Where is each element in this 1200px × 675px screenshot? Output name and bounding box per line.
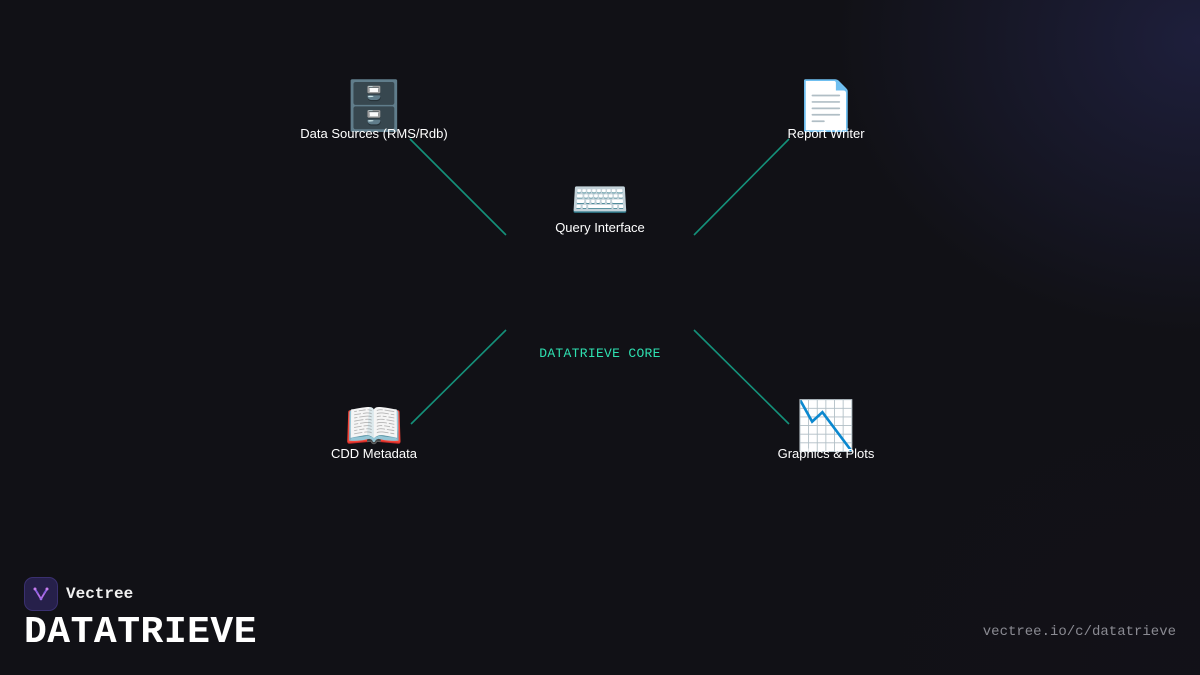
page-icon: 📄 xyxy=(796,78,856,134)
node-data-sources: 🗄️ Data Sources (RMS/Rdb) xyxy=(274,80,474,142)
file-cabinet-icon: 🗄️ xyxy=(344,78,404,134)
page-title: DATATRIEVE xyxy=(24,611,258,654)
link-data-sources xyxy=(409,138,507,236)
keyboard-icon: ⌨️ xyxy=(570,172,630,228)
node-label: Data Sources (RMS/Rdb) xyxy=(300,126,448,141)
node-label: Query Interface xyxy=(555,220,645,235)
vectree-logo-icon xyxy=(24,577,58,611)
node-label: Report Writer xyxy=(787,126,865,141)
link-report-writer xyxy=(693,138,790,236)
open-book-icon: 📖 xyxy=(344,398,404,454)
brand: Vectree xyxy=(24,577,133,611)
node-cdd-metadata: 📖 CDD Metadata xyxy=(274,400,474,462)
link-cdd-metadata xyxy=(410,329,507,425)
node-report-writer: 📄 Report Writer xyxy=(726,80,926,142)
node-query-interface: ⌨️ Query Interface xyxy=(500,174,700,236)
core-label: DATATRIEVE CORE xyxy=(539,346,661,361)
node-graphics-plots: 📉 Graphics & Plots xyxy=(726,400,926,462)
link-graphics-plots xyxy=(693,329,790,425)
brand-name: Vectree xyxy=(66,585,134,603)
node-label: Graphics & Plots xyxy=(777,446,875,461)
source-url: vectree.io/c/datatrieve xyxy=(982,624,1176,640)
node-label: CDD Metadata xyxy=(331,446,417,461)
chart-decreasing-icon: 📉 xyxy=(796,398,856,454)
